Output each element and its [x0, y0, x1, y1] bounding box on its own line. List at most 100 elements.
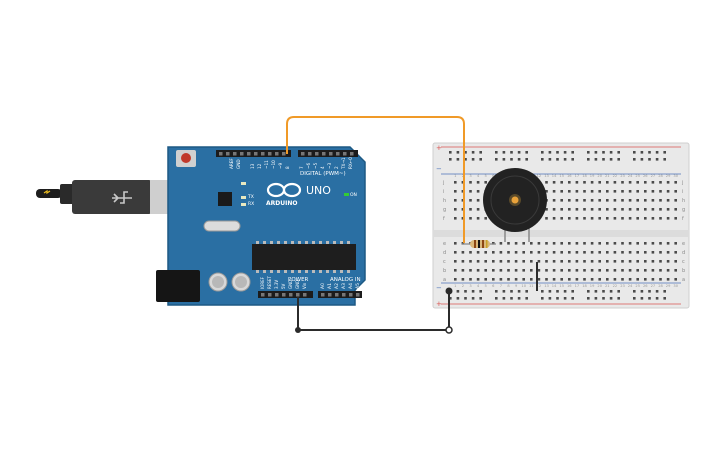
terminal-hole[interactable]: [659, 278, 662, 281]
terminal-hole[interactable]: [621, 217, 624, 220]
digital-pin-hole[interactable]: [254, 152, 258, 156]
rail-hole[interactable]: [517, 290, 521, 293]
rail-hole[interactable]: [456, 297, 460, 300]
rail-hole[interactable]: [548, 297, 552, 300]
rail-hole[interactable]: [525, 151, 528, 154]
terminal-hole[interactable]: [476, 217, 480, 220]
rail-hole[interactable]: [449, 151, 452, 154]
terminal-hole[interactable]: [674, 242, 677, 245]
rail-hole[interactable]: [502, 290, 506, 293]
rail-hole[interactable]: [655, 158, 659, 161]
terminal-hole[interactable]: [560, 217, 563, 220]
resistor[interactable]: [462, 240, 496, 248]
terminal-hole[interactable]: [552, 260, 556, 263]
rail-hole[interactable]: [602, 297, 605, 300]
terminal-hole[interactable]: [606, 208, 609, 211]
terminal-hole[interactable]: [522, 251, 525, 254]
digital-pin-hole[interactable]: [268, 152, 272, 156]
terminal-hole[interactable]: [537, 269, 541, 272]
terminal-hole[interactable]: [469, 269, 472, 272]
terminal-hole[interactable]: [454, 260, 457, 263]
power-jack[interactable]: [156, 270, 200, 302]
terminal-hole[interactable]: [606, 199, 609, 202]
terminal-hole[interactable]: [499, 260, 503, 263]
terminal-hole[interactable]: [537, 278, 541, 281]
terminal-hole[interactable]: [514, 269, 518, 272]
terminal-hole[interactable]: [621, 190, 624, 193]
terminal-hole[interactable]: [575, 251, 579, 254]
wire-bend-point-2[interactable]: [445, 326, 453, 334]
terminal-hole[interactable]: [613, 251, 617, 254]
rail-hole[interactable]: [571, 158, 574, 161]
terminal-hole[interactable]: [651, 260, 655, 263]
terminal-hole[interactable]: [590, 260, 594, 263]
terminal-hole[interactable]: [590, 199, 594, 202]
terminal-hole[interactable]: [628, 278, 632, 281]
power-pin-hole[interactable]: [282, 293, 286, 297]
rail-hole[interactable]: [502, 297, 506, 300]
rail-hole[interactable]: [556, 151, 559, 154]
terminal-hole[interactable]: [666, 251, 670, 254]
digital-pin-hole[interactable]: [308, 152, 312, 156]
terminal-hole[interactable]: [552, 278, 556, 281]
terminal-hole[interactable]: [651, 242, 655, 245]
terminal-hole[interactable]: [674, 217, 677, 220]
terminal-hole[interactable]: [644, 190, 647, 193]
terminal-hole[interactable]: [476, 269, 480, 272]
rail-hole[interactable]: [609, 151, 613, 154]
terminal-hole[interactable]: [636, 217, 639, 220]
terminal-hole[interactable]: [590, 190, 594, 193]
rail-hole[interactable]: [471, 290, 475, 293]
rail-hole[interactable]: [663, 158, 666, 161]
rail-hole[interactable]: [464, 151, 467, 154]
terminal-hole[interactable]: [644, 251, 647, 254]
terminal-hole[interactable]: [583, 199, 586, 202]
terminal-hole[interactable]: [628, 199, 632, 202]
terminal-hole[interactable]: [644, 181, 647, 184]
terminal-hole[interactable]: [545, 269, 548, 272]
terminal-hole[interactable]: [621, 199, 624, 202]
terminal-hole[interactable]: [598, 199, 601, 202]
rail-hole[interactable]: [617, 290, 620, 293]
terminal-hole[interactable]: [545, 190, 548, 193]
terminal-hole[interactable]: [628, 217, 632, 220]
digital-pin-hole[interactable]: [322, 152, 326, 156]
analog-pin-hole[interactable]: [342, 293, 346, 297]
rail-hole[interactable]: [571, 297, 574, 300]
terminal-hole[interactable]: [636, 269, 639, 272]
terminal-hole[interactable]: [461, 260, 465, 263]
terminal-hole[interactable]: [575, 260, 579, 263]
terminal-hole[interactable]: [674, 278, 677, 281]
terminal-hole[interactable]: [545, 181, 548, 184]
terminal-hole[interactable]: [476, 208, 480, 211]
terminal-hole[interactable]: [514, 251, 518, 254]
terminal-hole[interactable]: [545, 208, 548, 211]
terminal-hole[interactable]: [575, 242, 579, 245]
terminal-hole[interactable]: [530, 278, 533, 281]
terminal-hole[interactable]: [476, 181, 480, 184]
terminal-hole[interactable]: [644, 260, 647, 263]
terminal-hole[interactable]: [568, 217, 571, 220]
rail-hole[interactable]: [617, 158, 620, 161]
terminal-hole[interactable]: [545, 251, 548, 254]
digital-pin-hole[interactable]: [315, 152, 319, 156]
terminal-hole[interactable]: [461, 269, 465, 272]
terminal-hole[interactable]: [454, 208, 457, 211]
rail-hole[interactable]: [548, 158, 552, 161]
terminal-hole[interactable]: [636, 278, 639, 281]
terminal-hole[interactable]: [545, 260, 548, 263]
rail-hole[interactable]: [464, 158, 467, 161]
rail-hole[interactable]: [617, 151, 620, 154]
terminal-hole[interactable]: [606, 260, 609, 263]
analog-pin-hole[interactable]: [321, 293, 325, 297]
terminal-hole[interactable]: [560, 208, 563, 211]
terminal-hole[interactable]: [469, 190, 472, 193]
rail-hole[interactable]: [563, 151, 567, 154]
rail-hole[interactable]: [517, 151, 521, 154]
rail-hole[interactable]: [648, 158, 651, 161]
digital-pin-hole[interactable]: [350, 152, 354, 156]
terminal-hole[interactable]: [613, 208, 617, 211]
terminal-hole[interactable]: [583, 190, 586, 193]
terminal-hole[interactable]: [636, 242, 639, 245]
